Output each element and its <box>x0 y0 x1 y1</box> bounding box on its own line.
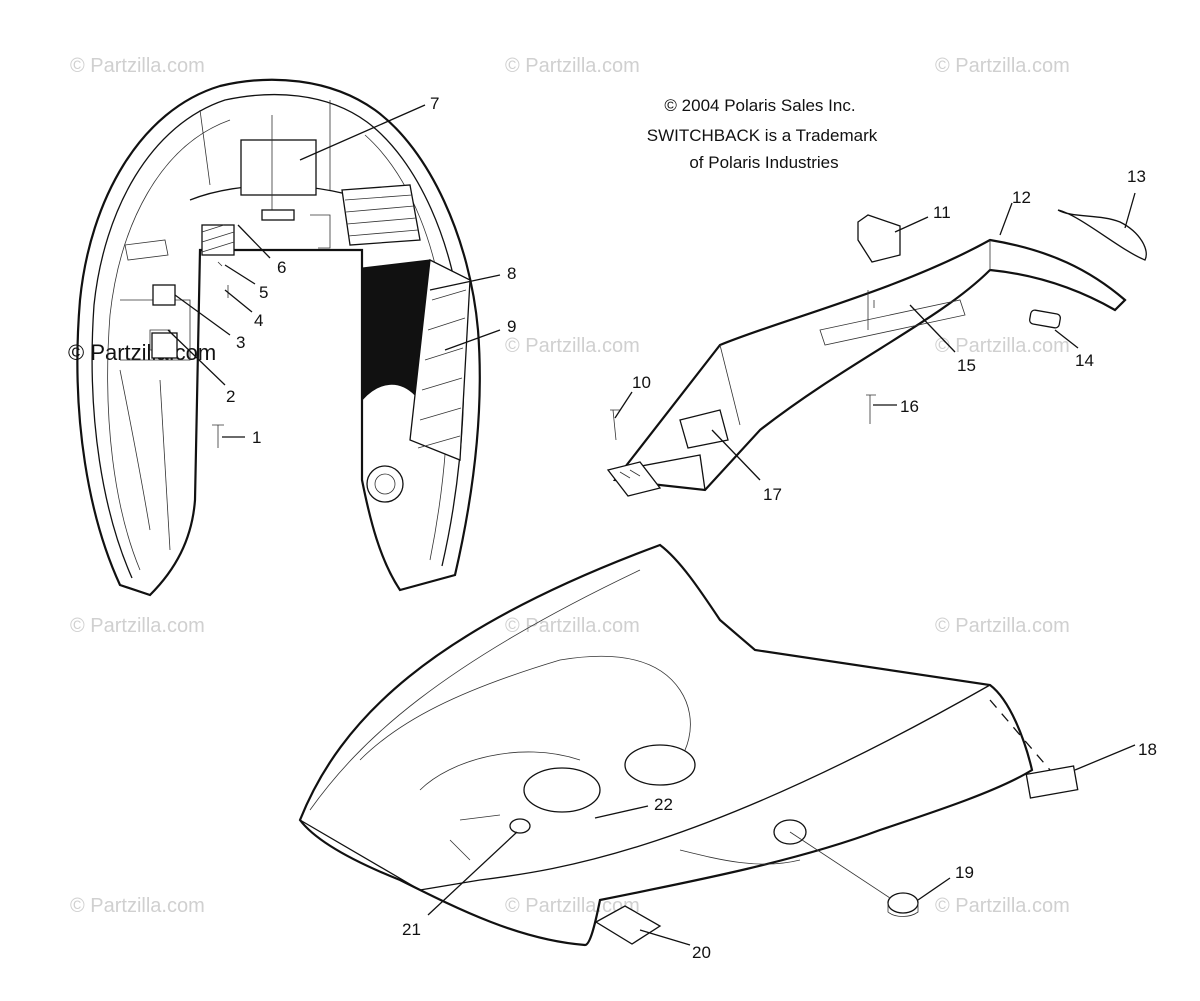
callout-label: 10 <box>632 373 651 392</box>
copyright-line-2: SWITCHBACK is a Trademark <box>647 126 878 145</box>
watermark: © Partzilla.com <box>70 895 205 917</box>
watermark: © Partzilla.com <box>505 335 640 357</box>
callout-label: 12 <box>1012 188 1031 207</box>
hood-side-view <box>298 543 1079 947</box>
callout-label: 2 <box>226 387 235 406</box>
callout-label: 19 <box>955 863 974 882</box>
watermark: © Partzilla.com <box>935 895 1070 917</box>
hood-underside-view <box>76 78 481 597</box>
callout-label: 4 <box>254 311 263 330</box>
watermark: © Partzilla.com <box>935 55 1070 77</box>
copyright-line-1: © 2004 Polaris Sales Inc. <box>664 96 855 115</box>
copyright-note: © 2004 Polaris Sales Inc. SWITCHBACK is … <box>647 96 878 172</box>
watermark: © Partzilla.com <box>935 335 1070 357</box>
callout-label: 7 <box>430 94 439 113</box>
callout-label: 16 <box>900 397 919 416</box>
watermark: © Partzilla.com <box>505 55 640 77</box>
copyright-line-3: of Polaris Industries <box>689 153 838 172</box>
callout-label: 17 <box>763 485 782 504</box>
callout-label: 15 <box>957 356 976 375</box>
callout-label: 14 <box>1075 351 1094 370</box>
decal-panel <box>240 139 317 196</box>
callout-label: 1 <box>252 428 261 447</box>
watermark: © Partzilla.com <box>505 895 640 917</box>
callout-label: 8 <box>507 264 516 283</box>
watermark: © Partzilla.com <box>505 615 640 637</box>
callout-label: 6 <box>277 258 286 277</box>
tunnel-assembly-view <box>606 209 1147 497</box>
callout-label: 3 <box>236 333 245 352</box>
watermark: © Partzilla.com <box>935 615 1070 637</box>
watermark-layer: © Partzilla.com © Partzilla.com © Partzi… <box>68 55 1070 917</box>
watermark: © Partzilla.com <box>70 55 205 77</box>
watermark: © Partzilla.com <box>70 615 205 637</box>
callout-label: 9 <box>507 317 516 336</box>
callout-labels: 1 2 3 4 5 6 7 8 9 10 11 12 13 14 15 16 1… <box>226 94 1157 962</box>
callout-label: 13 <box>1127 167 1146 186</box>
callout-label: 22 <box>654 795 673 814</box>
watermark-dark: © Partzilla.com <box>68 340 216 365</box>
callout-label: 5 <box>259 283 268 302</box>
callout-label: 11 <box>933 203 951 222</box>
callout-label: 21 <box>402 920 421 939</box>
callout-label: 20 <box>692 943 711 962</box>
callout-label: 18 <box>1138 740 1157 759</box>
leader-lines <box>167 104 1136 946</box>
